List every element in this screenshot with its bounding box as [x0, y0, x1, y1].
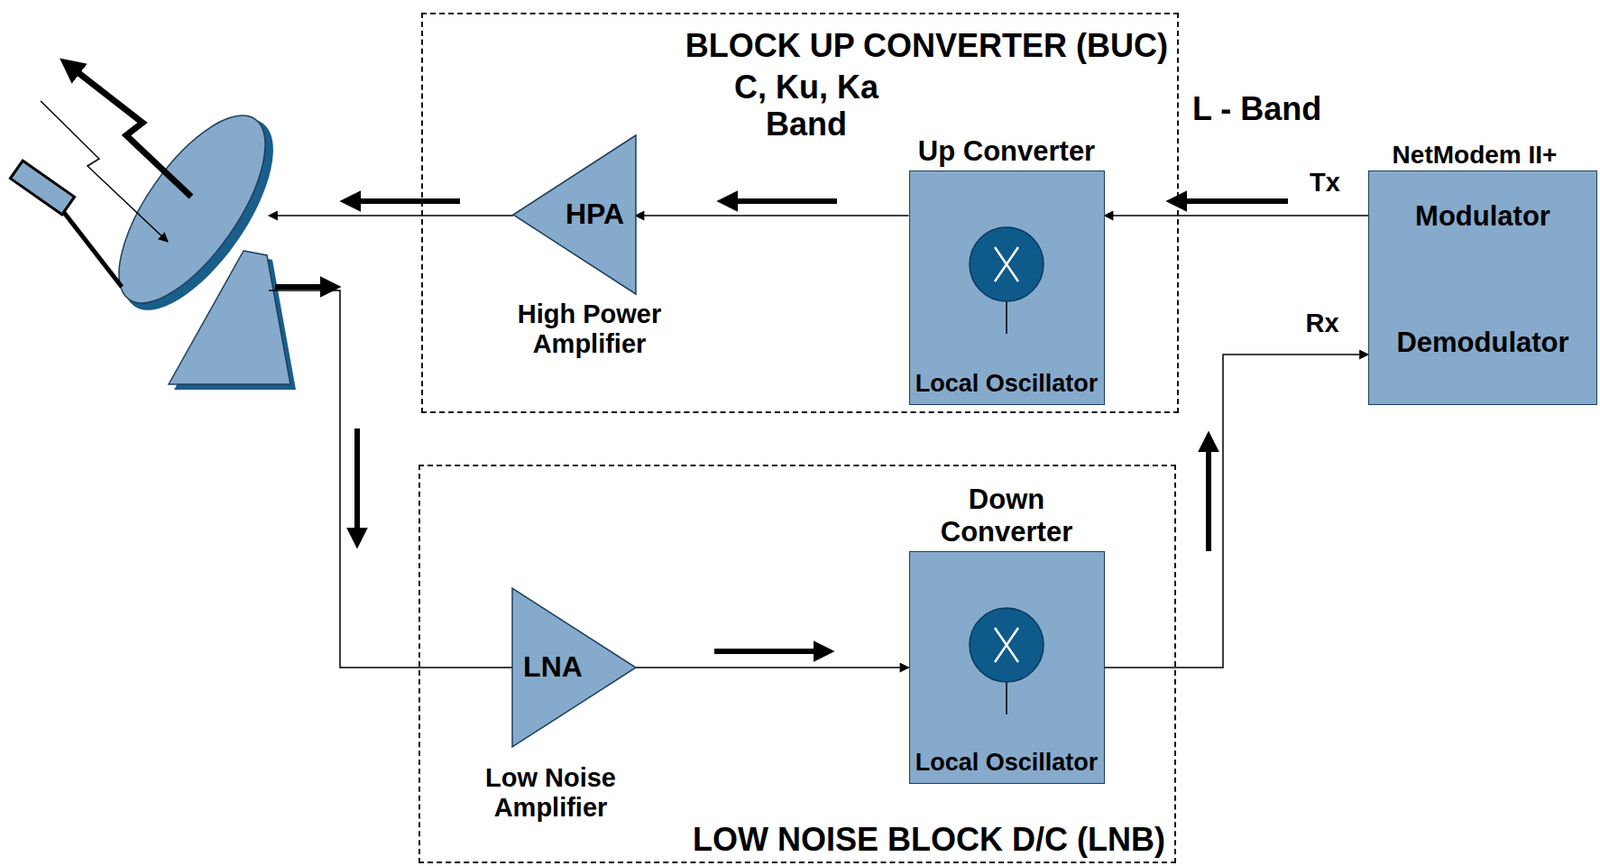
lnb-region: LNALow Noise AmplifierDown ConverterLoca… — [418, 464, 1177, 864]
flow-arrow — [354, 428, 360, 530]
signal-label: Tx — [1300, 167, 1350, 198]
mixer-circle — [969, 607, 1044, 682]
antenna-dish — [91, 92, 293, 325]
receive-signal — [40, 101, 168, 242]
modem-title: NetModem II+ — [1351, 140, 1599, 170]
modulator-label: Modulator — [1372, 200, 1593, 233]
mixer-circle — [969, 227, 1044, 302]
signal-label: Rx — [1296, 308, 1348, 339]
oscillator-lead — [1005, 301, 1008, 334]
antenna-rx-line — [268, 290, 513, 668]
mixer-cross — [994, 627, 1019, 663]
modem-box: NetModem II+ModulatorDemodulator — [1368, 170, 1598, 405]
oscillator-label: Local Oscillator — [913, 369, 1101, 398]
oscillator-lead — [1005, 681, 1008, 715]
amplifier-caption: High Power Amplifier — [493, 299, 687, 360]
amplifier-name: LNA — [515, 650, 591, 684]
flow-arrow — [1185, 198, 1288, 204]
feed-horn — [9, 160, 74, 215]
converter-title: Down Converter — [910, 483, 1104, 548]
signal-connector — [635, 666, 910, 669]
flow-arrow — [275, 284, 322, 290]
mixer-cross — [994, 247, 1019, 282]
amplifier-triangle: HPAHigh Power Amplifier — [513, 135, 636, 295]
flow-arrow — [714, 648, 816, 654]
flow-arrows — [275, 201, 1288, 652]
amplifier-symbol — [513, 135, 636, 295]
region-title: BLOCK UP CONVERTER (BUC) — [685, 27, 1168, 65]
converter-title: Up Converter — [917, 135, 1097, 168]
amplifier-caption: Low Noise Amplifier — [458, 763, 644, 824]
signal-connector — [635, 214, 910, 217]
antenna-tx-line — [268, 214, 514, 217]
mixer-symbol — [910, 551, 1104, 783]
amplifier-triangle: LNALow Noise Amplifier — [512, 588, 636, 747]
converter-box: Up ConverterLocal Oscillator — [909, 170, 1105, 405]
converter-box: Down ConverterLocal Oscillator — [909, 551, 1105, 784]
region-title: LOW NOISE BLOCK D/C (LNB) — [692, 820, 1166, 858]
amplifier-symbol — [512, 588, 636, 747]
flow-arrow — [358, 198, 460, 204]
flow-arrow — [735, 198, 837, 204]
signal-connector — [1104, 354, 1370, 668]
transmit-signal — [77, 72, 192, 197]
feed-arm — [55, 202, 122, 287]
signal-connector — [1104, 214, 1370, 217]
amplifier-name: HPA — [558, 197, 633, 231]
band-label: L - Band — [1192, 90, 1346, 128]
demodulator-label: Demodulator — [1372, 326, 1593, 359]
oscillator-label: Local Oscillator — [913, 748, 1101, 777]
mixer-symbol — [910, 171, 1104, 405]
feed-arm-hidden — [121, 135, 271, 287]
flow-arrow — [1205, 450, 1212, 552]
band-label: C, Ku, Ka Band — [706, 68, 907, 144]
